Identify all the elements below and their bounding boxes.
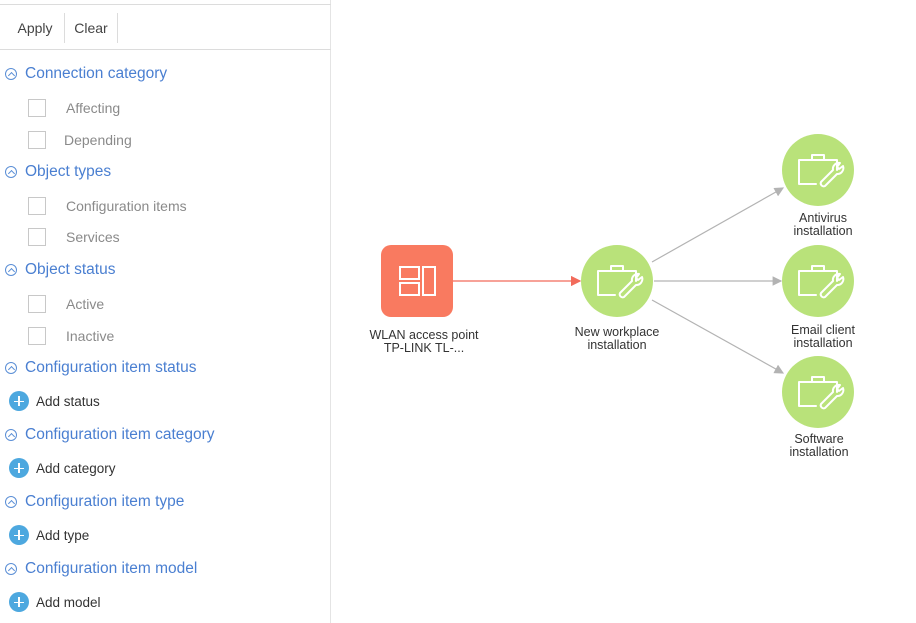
checkbox-label: Affecting (66, 100, 121, 116)
briefcase-wrench-icon[interactable] (782, 245, 854, 317)
section-title: Configuration item category (25, 426, 215, 443)
node-label-line: installation (793, 224, 853, 238)
section-title: Configuration item status (25, 359, 197, 376)
filter-option-affecting[interactable]: Affecting (28, 98, 120, 118)
filter-option-depending[interactable]: Depending (28, 130, 132, 150)
add-type-button[interactable]: Add type (9, 525, 89, 545)
clear-button[interactable]: Clear (65, 13, 118, 43)
node-label-email: Email client installation (748, 324, 898, 350)
checkbox-label: Active (66, 296, 105, 312)
section-ci-type[interactable]: Configuration item type (5, 492, 184, 512)
node-label-line: TP-LINK TL-... (383, 341, 465, 355)
node-label-line: installation (587, 338, 647, 352)
checkbox-label: Depending (64, 132, 132, 148)
chevron-up-icon (5, 563, 17, 575)
briefcase-wrench-icon[interactable] (782, 134, 854, 206)
checkbox[interactable] (28, 228, 46, 246)
add-label: Add category (36, 460, 116, 476)
edge-workplace-to-software[interactable] (651, 299, 785, 374)
node-label-line: installation (793, 336, 853, 350)
node-label-line: Antivirus (799, 211, 847, 225)
chevron-up-icon (5, 362, 17, 374)
section-title: Object status (25, 261, 116, 278)
section-object-status[interactable]: Object status (5, 260, 115, 280)
checkbox[interactable] (28, 131, 46, 149)
node-label-line: installation (789, 445, 849, 459)
section-ci-status[interactable]: Configuration item status (5, 358, 196, 378)
section-title: Object types (25, 163, 112, 180)
checkbox-label: Services (66, 229, 120, 245)
section-title: Configuration item model (25, 560, 198, 577)
chevron-up-icon (5, 68, 17, 80)
apply-button[interactable]: Apply (6, 13, 65, 43)
filter-option-active[interactable]: Active (28, 294, 104, 314)
node-label-line: Software (794, 432, 844, 446)
add-label: Add type (36, 527, 90, 543)
add-model-button[interactable]: Add model (9, 592, 101, 612)
add-label: Add status (36, 393, 100, 409)
section-title: Connection category (25, 65, 168, 82)
node-label-software: Software installation (744, 433, 894, 459)
briefcase-wrench-icon[interactable] (782, 356, 854, 428)
add-label: Add model (36, 594, 101, 610)
chevron-up-icon (5, 166, 17, 178)
checkbox-label: Inactive (66, 328, 115, 344)
section-ci-model[interactable]: Configuration item model (5, 559, 197, 579)
node-label-wlan: WLAN access point TP-LINK TL-... (345, 329, 503, 355)
section-ci-category[interactable]: Configuration item category (5, 425, 215, 445)
checkbox[interactable] (28, 99, 46, 117)
checkbox[interactable] (28, 197, 46, 215)
node-label-workplace: New workplace installation (542, 326, 692, 352)
node-label-line: WLAN access point (369, 328, 479, 342)
device-icon[interactable] (381, 245, 453, 317)
checkbox-label: Configuration items (66, 198, 187, 214)
checkbox[interactable] (28, 327, 46, 345)
node-label-line: Email client (791, 323, 855, 337)
section-connection-category[interactable]: Connection category (5, 64, 167, 84)
add-status-button[interactable]: Add status (9, 391, 100, 411)
add-category-button[interactable]: Add category (9, 458, 116, 478)
briefcase-wrench-icon[interactable] (581, 245, 653, 317)
chevron-up-icon (5, 264, 17, 276)
filter-option-configuration-items[interactable]: Configuration items (28, 196, 187, 216)
plus-icon (9, 525, 29, 545)
plus-icon (9, 458, 29, 478)
edge-workplace-to-antivirus[interactable] (651, 187, 785, 263)
plus-icon (9, 592, 29, 612)
section-title: Configuration item type (25, 493, 185, 510)
node-label-antivirus: Antivirus installation (748, 212, 898, 238)
checkbox[interactable] (28, 295, 46, 313)
chevron-up-icon (5, 496, 17, 508)
filter-option-inactive[interactable]: Inactive (28, 326, 114, 346)
filter-toolbar: Apply Clear (0, 4, 331, 50)
filter-panel: Apply Clear Connection category Affectin… (0, 0, 331, 623)
node-label-line: New workplace (574, 325, 660, 339)
chevron-up-icon (5, 429, 17, 441)
filter-option-services[interactable]: Services (28, 227, 120, 247)
section-object-types[interactable]: Object types (5, 162, 111, 182)
connections-diagram: WLAN access point TP-LINK TL-... New wor… (331, 0, 916, 623)
diagram-edges (453, 187, 785, 374)
plus-icon (9, 391, 29, 411)
